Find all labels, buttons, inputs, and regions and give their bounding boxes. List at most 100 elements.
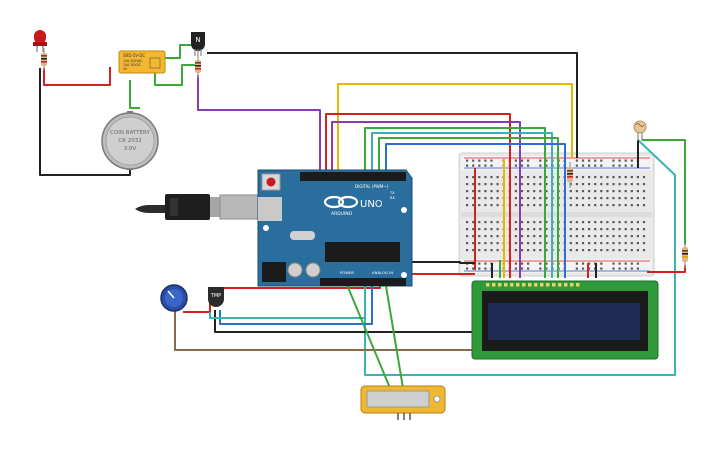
- photoresistor[interactable]: [633, 120, 647, 141]
- transistor[interactable]: N: [191, 32, 205, 56]
- breadboard-hole: [575, 221, 578, 224]
- breadboard-hole: [569, 190, 572, 193]
- breadboard-hole: [630, 190, 633, 193]
- breadboard-hole: [545, 183, 548, 186]
- breadboard-hole: [527, 267, 530, 270]
- breadboard-hole: [527, 228, 530, 231]
- breadboard-hole: [514, 176, 517, 179]
- temperature-sensor[interactable]: TMP: [208, 287, 224, 307]
- breadboard-hole: [527, 197, 530, 200]
- breadboard-hole: [600, 197, 603, 200]
- led[interactable]: [33, 30, 47, 52]
- resistor-led[interactable]: [41, 48, 47, 70]
- lcd-pin: [546, 283, 550, 287]
- breadboard-hole: [539, 164, 542, 167]
- lcd-pin: [516, 283, 520, 287]
- breadboard-hole: [533, 221, 536, 224]
- wire-led-to-relay: [43, 67, 111, 86]
- breadboard-hole: [533, 204, 536, 207]
- breadboard-hole: [472, 267, 475, 270]
- breadboard-hole: [533, 183, 536, 186]
- wires: [39, 44, 686, 401]
- breadboard-hole: [520, 204, 524, 207]
- breadboard-hole: [514, 190, 517, 193]
- potentiometer[interactable]: [160, 284, 188, 312]
- relay-label-2: 10A 250VAC: [123, 59, 143, 63]
- breadboard-hole: [630, 164, 633, 167]
- breadboard-hole: [484, 159, 487, 162]
- breadboard-hole: [545, 267, 548, 270]
- breadboard-hole: [496, 242, 499, 245]
- breadboard-hole: [490, 221, 493, 224]
- breadboard-hole: [569, 204, 572, 207]
- breadboard-hole: [575, 159, 578, 162]
- breadboard-hole: [600, 190, 603, 193]
- breadboard-hole: [618, 235, 621, 238]
- breadboard-hole: [514, 235, 517, 238]
- resistor-breadboard[interactable]: [567, 162, 573, 188]
- arduino-uno[interactable]: UNO ARDUINO DIGITAL (PWM~) TX RX POWER A…: [257, 169, 413, 287]
- breadboard-hole: [520, 242, 524, 245]
- breadboard-hole: [575, 190, 578, 193]
- breadboard-hole: [594, 159, 597, 162]
- breadboard[interactable]: [458, 152, 655, 277]
- breadboard-hole: [484, 235, 487, 238]
- breadboard-hole: [575, 242, 578, 245]
- wire-purple-2: [331, 121, 521, 278]
- breadboard-hole: [642, 197, 646, 200]
- wire-transistor-black: [207, 52, 578, 158]
- breadboard-hole: [636, 228, 639, 231]
- breadboard-hole: [618, 190, 621, 193]
- breadboard-hole: [606, 204, 609, 207]
- breadboard-hole: [466, 235, 469, 238]
- lcd-pin: [558, 283, 562, 287]
- breadboard-hole: [478, 204, 481, 207]
- breadboard-hole: [490, 242, 493, 245]
- lcd-display[interactable]: [471, 280, 659, 360]
- breadboard-hole: [496, 190, 499, 193]
- resistor-transistor[interactable]: [195, 56, 201, 78]
- breadboard-hole: [618, 176, 621, 179]
- breadboard-hole: [472, 235, 475, 238]
- breadboard-hole: [624, 267, 627, 270]
- breadboard-hole: [594, 228, 597, 231]
- wire-blue-a: [385, 143, 566, 278]
- lcd-pin: [540, 283, 544, 287]
- breadboard-hole: [520, 190, 524, 193]
- breadboard-hole: [624, 164, 627, 167]
- wire-relay-top: [162, 44, 200, 59]
- breadboard-hole: [539, 183, 542, 186]
- breadboard-hole: [581, 242, 585, 245]
- breadboard-hole: [490, 183, 493, 186]
- breadboard-hole: [636, 242, 639, 245]
- arduino-power-label: POWER: [340, 270, 354, 275]
- coin-battery[interactable]: COIN BATTERY CR 2032 3.0V: [101, 111, 159, 170]
- breadboard-hole: [484, 242, 487, 245]
- breadboard-hole: [630, 183, 633, 186]
- breadboard-hole: [514, 262, 517, 265]
- resistor-ldr[interactable]: [682, 243, 688, 268]
- breadboard-hole: [642, 242, 646, 245]
- breadboard-hole: [478, 159, 481, 162]
- breadboard-hole: [545, 176, 548, 179]
- breadboard-hole: [636, 221, 639, 224]
- breadboard-hole: [533, 190, 536, 193]
- breadboard-hole: [527, 221, 530, 224]
- temp-sensor-label: TMP: [210, 293, 221, 299]
- breadboard-hole: [612, 262, 615, 265]
- breadboard-hole: [472, 204, 475, 207]
- breadboard-hole: [612, 228, 615, 231]
- breadboard-hole: [588, 235, 591, 238]
- relay[interactable]: SRD-5V-DC 10A 250VAC 10A 30VDC 5V: [118, 50, 166, 74]
- slide-switch[interactable]: [360, 385, 446, 420]
- breadboard-hole: [533, 197, 536, 200]
- breadboard-hole: [575, 262, 578, 265]
- breadboard-hole: [636, 267, 639, 270]
- breadboard-hole: [612, 249, 615, 252]
- battery-label-1: COIN BATTERY: [110, 130, 150, 136]
- breadboard-hole: [514, 267, 517, 270]
- breadboard-hole: [539, 249, 542, 252]
- usb-cable[interactable]: [135, 194, 261, 220]
- breadboard-hole: [490, 235, 493, 238]
